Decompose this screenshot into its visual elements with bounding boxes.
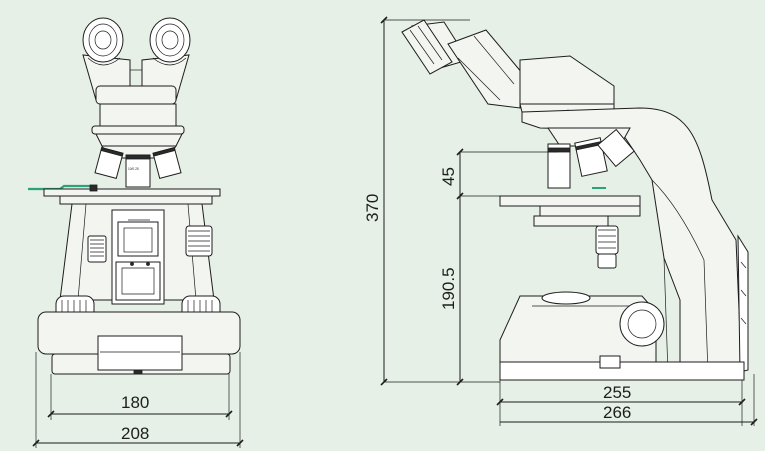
dimension-front-180: 180 — [121, 393, 149, 412]
front-dimension-lines — [32, 352, 244, 448]
front-base — [37, 311, 241, 375]
front-nosepiece: 10/0.25 — [94, 145, 182, 188]
side-nosepiece — [547, 127, 635, 189]
side-view: 370 45 190.5 255 266 — [363, 16, 758, 426]
side-arm — [521, 107, 749, 381]
dimension-side-190-5: 190.5 — [439, 267, 458, 310]
front-stage — [28, 184, 221, 205]
dimension-side-370: 370 — [363, 194, 382, 222]
front-objective-center: 10/0.25 — [125, 154, 151, 188]
front-head — [91, 103, 185, 147]
side-base — [499, 291, 745, 381]
side-objective-1 — [547, 143, 571, 189]
front-view: 10/0.25 — [28, 17, 244, 448]
side-objective-3 — [597, 128, 635, 168]
side-stage — [499, 195, 641, 269]
side-dimension-lines — [380, 16, 758, 426]
dimension-side-45: 45 — [439, 167, 458, 186]
side-head — [519, 55, 615, 115]
front-eyepieces — [82, 17, 191, 105]
dimension-side-266: 266 — [603, 403, 631, 422]
dimension-front-208: 208 — [121, 424, 149, 443]
front-stand — [59, 203, 215, 305]
side-eyepiece — [401, 19, 529, 109]
dimension-side-255: 255 — [603, 383, 631, 402]
front-objective-left — [94, 146, 124, 180]
objective-marking-10x: 10/0.25 — [128, 167, 139, 171]
front-objective-right — [152, 146, 182, 180]
